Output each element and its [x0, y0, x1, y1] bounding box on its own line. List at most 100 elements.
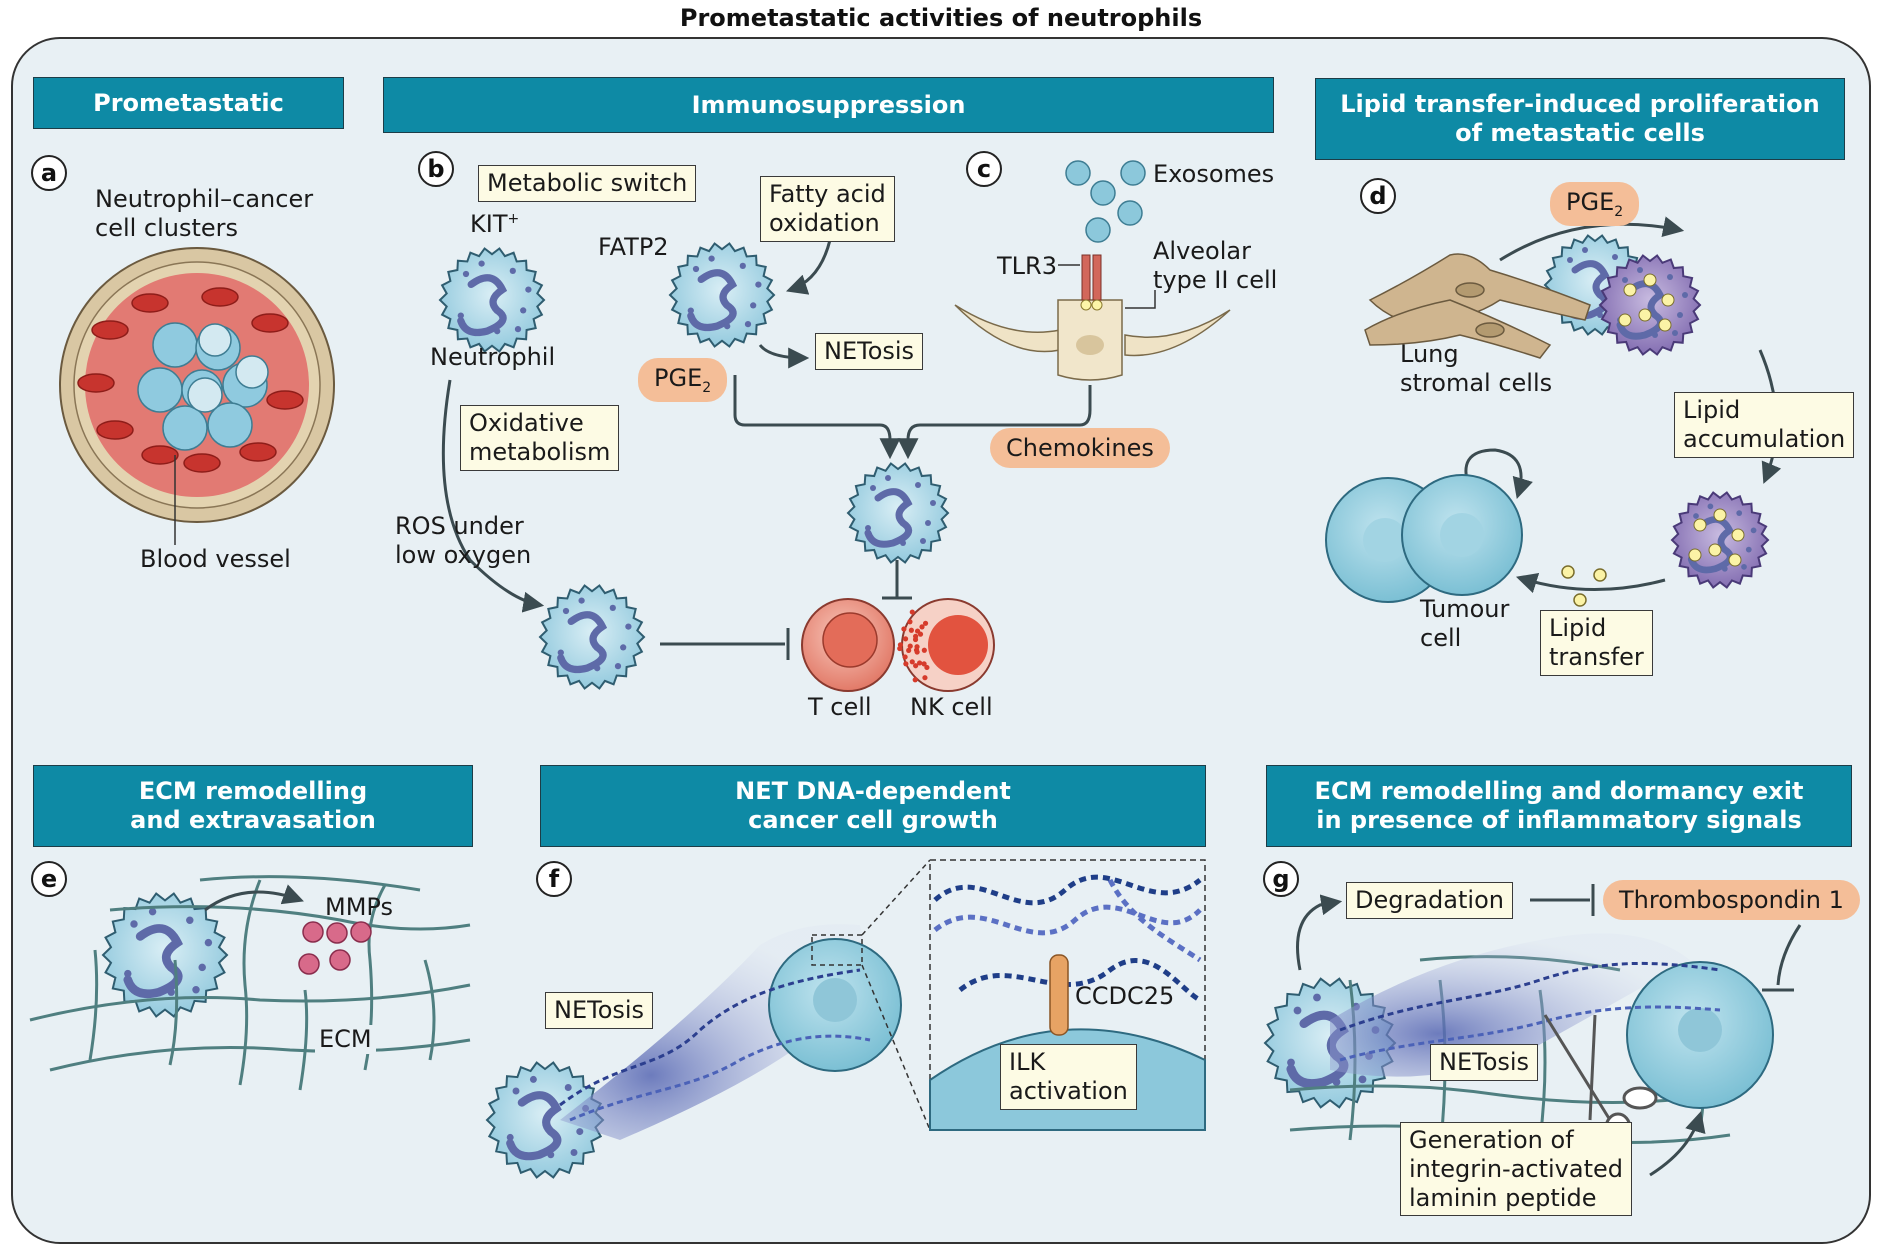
clusters-label: Neutrophil–cancer cell clusters — [95, 185, 313, 243]
clusters-line1: Neutrophil–cancer — [95, 185, 314, 213]
header-immunosuppression-text: Immunosuppression — [691, 90, 966, 119]
metabolic-switch-box: Metabolic switch — [478, 165, 697, 202]
kit-sup: + — [507, 211, 520, 227]
neutrophil-cell — [438, 247, 546, 353]
ecm-label: ECM — [315, 1025, 376, 1054]
pge2-pill-b: PGE2 — [638, 358, 728, 402]
header-ecm-line2: and extravasation — [130, 806, 376, 834]
neutrophil-cell — [538, 584, 646, 690]
gen-line1: Generation of — [1409, 1126, 1574, 1154]
netosis-box-f: NETosis — [545, 992, 654, 1029]
header-lipid-line1: Lipid transfer-induced proliferation — [1340, 90, 1820, 119]
lipid-droplets — [1561, 565, 1607, 607]
badge-e: e — [31, 861, 67, 897]
lipid-laden-neutrophil — [1670, 491, 1770, 589]
pge-b-text: PGE — [654, 364, 703, 392]
header-lipid-transfer: Lipid transfer-induced proliferation of … — [1315, 78, 1845, 160]
tlr3-label: TLR3 — [997, 252, 1057, 280]
lipid-laden-neutrophil — [1598, 254, 1702, 356]
nk-cell-label: NK cell — [910, 693, 993, 721]
clusters-line2: cell clusters — [95, 213, 239, 242]
header-prometastatic-text: Prometastatic — [93, 88, 284, 117]
gen-line2: integrin-activated — [1409, 1154, 1623, 1183]
immunosuppression-arrows — [441, 239, 1092, 660]
blood-vessel-label: Blood vessel — [140, 545, 291, 573]
exosomes-label: Exosomes — [1153, 160, 1275, 188]
ilk-activation-box: ILK activation — [1000, 1044, 1137, 1110]
net-panel-g — [1330, 933, 1774, 1109]
tumour-line1: Tumour — [1420, 595, 1510, 623]
lung-line1: Lung — [1400, 340, 1459, 368]
netosis-box-g: NETosis — [1430, 1044, 1539, 1081]
pge-d-text: PGE — [1566, 188, 1615, 216]
alveolar-line2: type II cell — [1153, 265, 1278, 294]
dormancy-arrows — [1296, 884, 1802, 1177]
badge-b: b — [418, 151, 454, 187]
ilk-line1: ILK — [1009, 1048, 1046, 1076]
lipid-transfer-box: Lipid transfer — [1540, 610, 1653, 676]
tumour-cell-label: Tumour cell — [1420, 595, 1509, 653]
degradation-box: Degradation — [1346, 882, 1513, 919]
alveolar-cell — [954, 254, 1231, 381]
lung-stromal-cells — [1364, 253, 1591, 359]
tumour-line2: cell — [1420, 623, 1462, 652]
kit-label: KIT+ — [470, 210, 519, 239]
fatp2-label: FATP2 — [598, 233, 669, 261]
lipid-accumulation-box: Lipid accumulation — [1674, 392, 1855, 458]
oxidative-box: Oxidative metabolism — [460, 405, 620, 471]
header-ecm-line1: ECM remodelling — [138, 777, 368, 806]
fatty-line1: Fatty acid — [769, 180, 886, 208]
blood-vessel-illustration — [59, 247, 335, 545]
laminin-peptide-box: Generation of integrin-activated laminin… — [1400, 1122, 1632, 1217]
header-dormancy-exit: ECM remodelling and dormancy exit in pre… — [1266, 765, 1852, 847]
header-lipid-line2: of metastatic cells — [1455, 119, 1705, 147]
ccdc25-label: CCDC25 — [1075, 982, 1175, 1010]
alveolar-label: Alveolar type II cell — [1153, 237, 1277, 295]
header-net-line2: cancer cell growth — [748, 806, 998, 834]
badge-f: f — [536, 861, 572, 897]
neutrophil-label: Neutrophil — [430, 343, 556, 371]
badge-c: c — [966, 151, 1002, 187]
header-net-dna: NET DNA-dependent cancer cell growth — [540, 765, 1206, 847]
neutrophil-cells — [101, 234, 1647, 1179]
pge-d-sub: 2 — [1614, 203, 1624, 220]
ilk-line2: activation — [1009, 1076, 1128, 1105]
badge-d: d — [1360, 178, 1396, 214]
lipid-tr-line1: Lipid — [1549, 614, 1607, 642]
chemokines-pill: Chemokines — [990, 428, 1170, 468]
tumour-cells-d — [1325, 474, 1523, 603]
lung-stromal-label: Lung stromal cells — [1400, 340, 1552, 398]
netosis-box-b: NETosis — [815, 333, 924, 370]
badge-a: a — [31, 155, 67, 191]
ros-label: ROS under low oxygen — [395, 512, 531, 570]
header-immunosuppression: Immunosuppression — [383, 77, 1274, 133]
alveolar-line1: Alveolar — [1153, 237, 1251, 265]
neutrophil-cell — [485, 1061, 605, 1179]
header-dormancy-line1: ECM remodelling and dormancy exit — [1314, 777, 1804, 806]
mmps-label: MMPs — [325, 893, 393, 921]
neutrophil-cell — [846, 462, 950, 564]
oxidative-line2: metabolism — [469, 437, 611, 466]
lipid-arrows — [1464, 216, 1782, 594]
ros-line2: low oxygen — [395, 540, 532, 569]
neutrophil-cell — [668, 242, 776, 348]
gen-line3: laminin peptide — [1409, 1183, 1597, 1212]
thrombospondin-pill: Thrombospondin 1 — [1603, 880, 1860, 920]
header-ecm-remodelling: ECM remodelling and extravasation — [33, 765, 473, 847]
pge2-pill-d: PGE2 — [1550, 182, 1640, 226]
t-cell-label: T cell — [808, 693, 872, 721]
badge-g: g — [1263, 861, 1299, 897]
fatty-acid-box: Fatty acid oxidation — [760, 176, 895, 242]
lipid-acc-line2: accumulation — [1683, 424, 1846, 453]
lipid-acc-line1: Lipid — [1683, 396, 1741, 424]
header-net-line1: NET DNA-dependent — [735, 777, 1011, 806]
header-dormancy-line2: in presence of inflammatory signals — [1316, 806, 1802, 834]
mmp-particles — [298, 921, 372, 975]
figure-title: Prometastatic activities of neutrophils — [679, 4, 1203, 32]
ecm-mesh-e — [29, 875, 471, 1091]
exosomes-group — [1065, 160, 1146, 243]
oxidative-line1: Oxidative — [469, 409, 584, 437]
lung-line2: stromal cells — [1400, 368, 1553, 397]
kit-text: KIT — [470, 210, 508, 238]
